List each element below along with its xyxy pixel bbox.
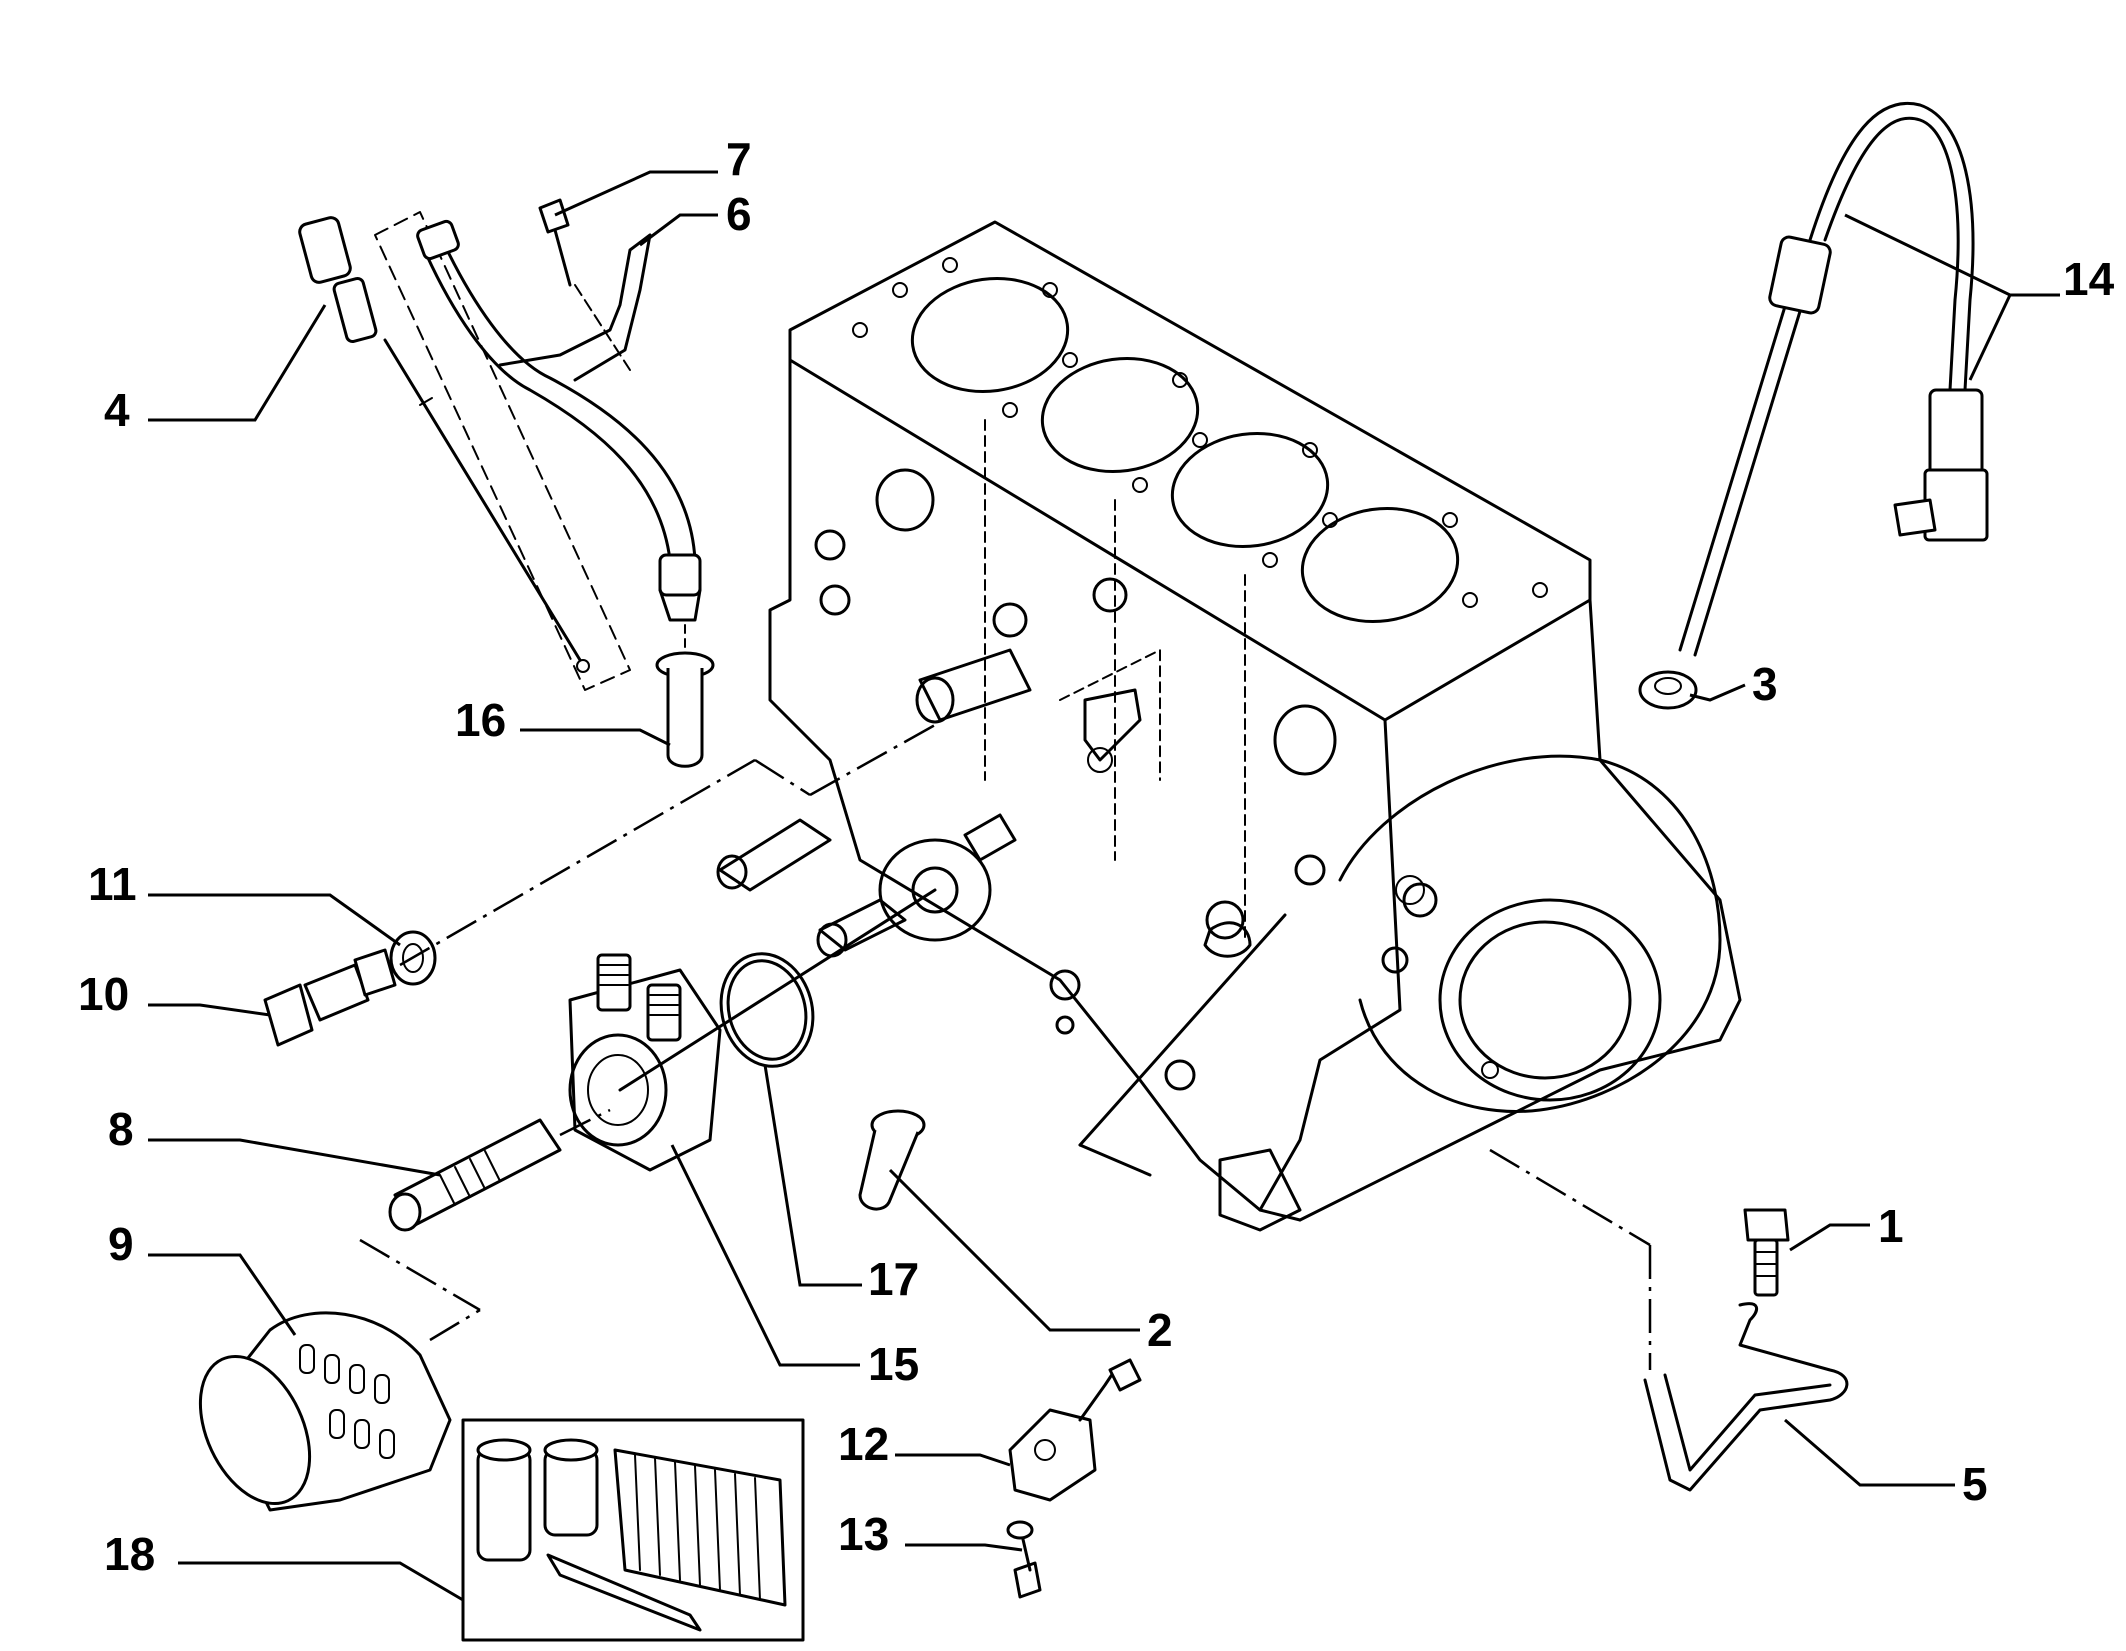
tube-illustration bbox=[655, 624, 715, 768]
callout-15: 15 bbox=[868, 1338, 919, 1390]
leader-lines bbox=[148, 170, 2060, 1602]
callout-9: 9 bbox=[108, 1218, 134, 1270]
pressure-switch-illustration bbox=[263, 723, 936, 1047]
callout-5: 5 bbox=[1962, 1458, 1988, 1510]
threaded-union-illustration bbox=[359, 1108, 611, 1312]
callout-18: 18 bbox=[104, 1528, 155, 1580]
callout-7: 7 bbox=[726, 133, 752, 185]
level-sensor-illustration bbox=[1638, 101, 1989, 710]
callout-1: 1 bbox=[1878, 1200, 1904, 1252]
callout-12: 12 bbox=[838, 1418, 889, 1470]
callout-3: 3 bbox=[1752, 658, 1778, 710]
callout-13: 13 bbox=[838, 1508, 889, 1560]
oil-cooler-illustration bbox=[568, 888, 937, 1172]
callout-2: 2 bbox=[1147, 1304, 1173, 1356]
callout-16: 16 bbox=[455, 694, 506, 746]
callout-6: 6 bbox=[726, 188, 752, 240]
dipstick-assembly-illustration bbox=[298, 198, 702, 691]
callout-14: 14 bbox=[2063, 253, 2115, 305]
o-ring-illustration bbox=[719, 952, 815, 1068]
callout-10: 10 bbox=[78, 968, 129, 1020]
callout-numbers: 1 2 3 4 5 6 7 8 9 10 11 12 13 14 15 16 1… bbox=[78, 133, 2115, 1580]
oil-jet-illustration bbox=[1006, 1358, 1142, 1599]
oil-pipe-illustration bbox=[1489, 1148, 1849, 1492]
bushing-illustration bbox=[858, 1109, 926, 1211]
callout-17: 17 bbox=[868, 1253, 919, 1305]
callout-11: 11 bbox=[88, 858, 137, 910]
engine-block-illustration bbox=[716, 220, 1742, 1232]
callout-4: 4 bbox=[104, 384, 130, 436]
filter-kit-illustration bbox=[461, 1418, 805, 1642]
callout-8: 8 bbox=[108, 1103, 134, 1155]
oil-filter-illustration bbox=[198, 1308, 481, 1512]
